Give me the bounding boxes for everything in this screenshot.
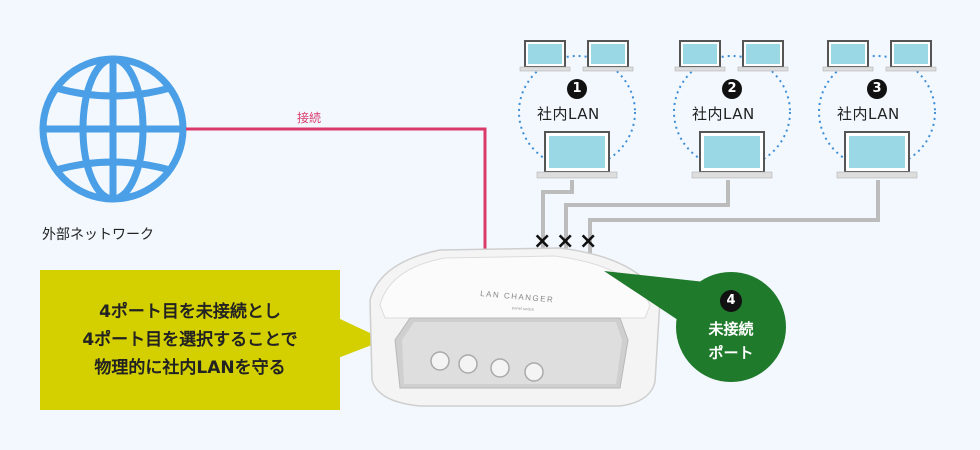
callout-line-3: 物理的に社内LANを守る — [94, 358, 286, 378]
lan-cables — [541, 180, 880, 262]
lan3-label: 社内LAN — [837, 105, 900, 123]
lan1-number-badge: 1 — [567, 79, 587, 99]
lan-changer-device: LAN CHANGER panel switch — [369, 247, 661, 407]
callout-line-2: 4ポート目を選択することで — [82, 330, 298, 350]
disconnect-mark-3: × — [579, 229, 598, 254]
lan3-monitors — [822, 40, 937, 72]
connection-label: 接続 — [297, 111, 322, 125]
connection-line — [186, 127, 487, 255]
lan1-laptop — [536, 131, 618, 179]
port4-label-line-1: 未接続 — [708, 320, 754, 338]
callout-pointer — [338, 318, 385, 358]
lan2-number-badge: 2 — [722, 79, 742, 99]
lan2-laptop — [691, 131, 773, 179]
external-network-label: 外部ネットワーク — [42, 227, 154, 243]
callout-box: 4ポート目を未接続とし 4ポート目を選択することで 物理的に社内LANを守る — [40, 270, 340, 410]
lan3-number-badge: 3 — [867, 79, 887, 99]
disconnect-mark-1: × — [533, 229, 552, 254]
callout-line-1: 4ポート目を未接続とし — [99, 302, 281, 322]
lan3-laptop — [836, 131, 918, 179]
lan-group-outlines — [518, 55, 936, 169]
lan2-label: 社内LAN — [692, 105, 755, 123]
unconnected-port-bubble: 4 未接続 ポート — [676, 272, 786, 382]
lan1-label: 社内LAN — [537, 105, 600, 123]
globe-icon — [39, 55, 187, 203]
lan1-monitors — [519, 40, 634, 72]
disconnect-mark-2: × — [556, 229, 575, 254]
port4-label-line-2: ポート — [708, 344, 754, 362]
port4-number-badge: 4 — [720, 290, 742, 312]
device-sub-text: panel switch — [512, 305, 534, 312]
lan2-monitors — [674, 40, 789, 72]
